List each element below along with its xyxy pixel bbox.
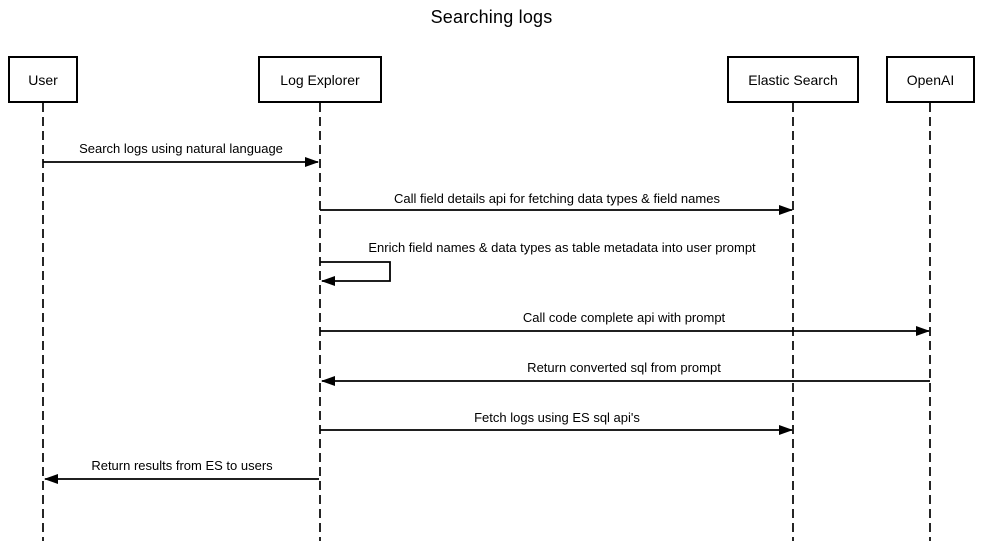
diagram-title: Searching logs: [430, 7, 553, 27]
participant-user: User: [8, 56, 78, 103]
message-arrow-enrich-self-loop: [320, 261, 391, 286]
message-label-return-sql: Return converted sql from prompt: [527, 360, 721, 376]
message-label-search-logs: Search logs using natural language: [79, 141, 283, 157]
participant-log-explorer: Log Explorer: [258, 56, 382, 103]
message-label-enrich: Enrich field names & data types as table…: [368, 240, 756, 256]
participant-elastic-search-label: Elastic Search: [748, 71, 838, 88]
message-label-return-results: Return results from ES to users: [91, 458, 273, 474]
participant-openai-label: OpenAI: [906, 71, 955, 88]
message-label-field-details: Call field details api for fetching data…: [394, 191, 720, 207]
participant-user-label: User: [28, 71, 58, 88]
message-label-fetch-logs: Fetch logs using ES sql api's: [474, 410, 640, 426]
participant-openai: OpenAI: [886, 56, 975, 103]
message-label-code-complete: Call code complete api with prompt: [522, 310, 726, 326]
participant-elastic-search: Elastic Search: [727, 56, 859, 103]
participant-log-explorer-label: Log Explorer: [280, 71, 360, 88]
